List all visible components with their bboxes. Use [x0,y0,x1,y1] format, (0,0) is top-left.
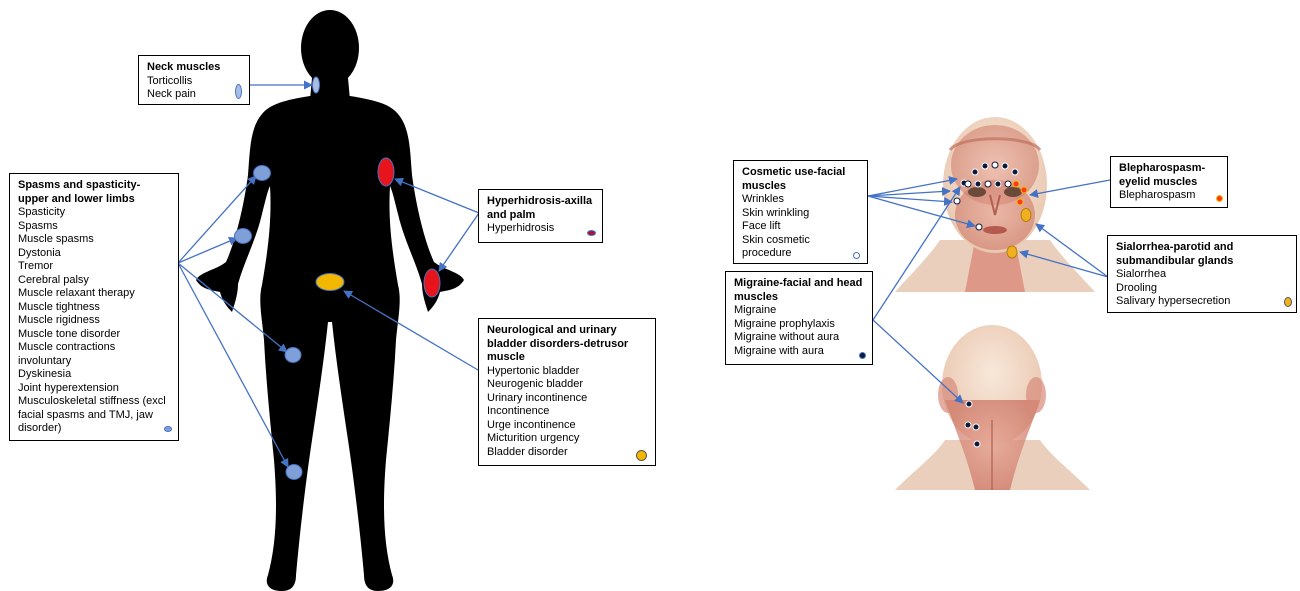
spasms-item: Spasms [18,219,58,232]
spasm-marker-upper-arm [253,165,271,181]
neck-muscles-title: Neck muscles [147,61,221,73]
spasms-item: Tremor [18,260,54,272]
cosmetic-item: Face lift [742,220,781,232]
face-markers [953,161,1032,259]
neck-muscles-box: Neck muscles Torticollis Neck pain [138,55,250,105]
spasms-item: Spasticity [18,206,66,218]
sialorrhea-legend-marker [1284,297,1292,307]
bladder-marker [315,273,345,291]
spasms-item: Dystonia [18,246,61,259]
sialorrhea-box: Sialorrhea-parotid and submandibular gla… [1107,235,1297,313]
bladder-item: Incontinence [487,405,550,417]
blepharospasm-item: Blepharospasm [1119,189,1196,201]
spasms-legend-marker [164,426,172,432]
arrow-migraine-face [872,186,961,321]
neck-item: Neck pain [147,88,196,100]
submandibular-marker [1006,245,1018,259]
blepharospasm-box: Blepharospasm-eyelid muscles Blepharospa… [1110,156,1228,208]
cosmetic-item: Skin wrinkling [742,206,810,219]
cosmetic-item: Wrinkles [742,193,784,205]
hyperhidrosis-marker-palm [423,268,441,298]
neck-item: Torticollis [147,74,193,87]
spasm-marker-calf [285,464,303,480]
cosmetic-box: Cosmetic use-facial muscles Wrinkles Ski… [733,160,868,264]
arrow-hyperhidrosis-palm [438,212,480,272]
spasms-item: Muscle relaxant therapy [18,287,135,299]
hyperhidrosis-marker-axilla [377,157,395,187]
bladder-box: Neurological and urinary bladder disorde… [478,318,656,466]
facial-muscle-anatomy-icon [895,117,1095,292]
migraine-item: Migraine without aura [734,331,840,343]
bladder-legend-marker [636,450,647,461]
head-neck-muscle-anatomy-icon [895,325,1090,490]
cosmetic-title: Cosmetic use-facial muscles [742,166,846,192]
spasms-item: Muscle tone disorder [18,327,121,340]
spasms-item: Joint hyperextension [18,381,119,394]
migraine-item: Migraine prophylaxis [734,317,835,330]
migraine-box: Migraine-facial and head muscles Migrain… [725,271,873,365]
spasms-item: Dyskinesia [18,368,72,380]
hyperhidrosis-legend-marker [587,230,596,236]
blepharospasm-legend-marker [1216,195,1223,202]
blepharospasm-title: Blepharospasm-eyelid muscles [1119,162,1206,188]
connector-arrows [177,80,1111,468]
arrow-spasm-calf [177,262,289,468]
sialorrhea-item: Sialorrhea [1116,268,1167,280]
hyperhidrosis-item: Hyperhidrosis [487,222,555,234]
spasm-marker-forearm [234,228,252,244]
head-back-markers [964,400,981,448]
bladder-item: Bladder disorder [487,445,568,458]
bladder-item: Neurogenic bladder [487,378,584,390]
spasms-item: Muscle contractions involuntary [18,341,116,367]
bladder-item: Hypertonic bladder [487,364,580,377]
arrow-cosmetic-1 [867,176,958,197]
spasms-item: Cerebral palsy [18,273,89,286]
arrow-spasm-forearm [177,236,238,264]
sialorrhea-item: Drooling [1116,281,1157,294]
parotid-marker [1020,208,1032,222]
spasms-title: Spasms and spasticity-upper and lower li… [18,179,141,205]
bladder-item: Urge incontinence [487,418,576,431]
human-silhouette-icon [196,10,464,591]
bladder-item: Urinary incontinence [487,391,588,404]
spasms-item: Muscle tightness [18,300,100,313]
arrow-sialorrhea-submandibular [1019,249,1109,278]
arrow-cosmetic-2 [867,186,951,197]
migraine-item: Migraine with aura [734,344,824,357]
bladder-title: Neurological and urinary bladder disorde… [487,324,629,363]
spasms-item: Musculoskeletal stiffness (excl facial s… [18,395,166,434]
spasms-box: Spasms and spasticity-upper and lower li… [9,173,179,441]
sialorrhea-item: Salivary hypersecretion [1116,295,1231,307]
spasms-item: Muscle rigidness [18,314,100,326]
neck-marker [312,76,320,94]
arrow-migraine-head [872,319,964,404]
arrow-spasm-thigh [177,262,288,353]
bladder-item: Micturition urgency [487,432,580,444]
arrow-blepharospasm [1029,179,1111,198]
neck-legend-marker [235,84,242,99]
hyperhidrosis-title: Hyperhidrosis-axilla and palm [487,195,593,221]
arrow-cosmetic-4 [867,195,976,229]
migraine-legend-marker [859,352,866,359]
spasm-marker-thigh [284,347,302,363]
sialorrhea-title: Sialorrhea-parotid and submandibular gla… [1116,241,1234,267]
arrow-bladder [343,290,479,371]
migraine-item: Migraine [734,304,777,316]
hyperhidrosis-box: Hyperhidrosis-axilla and palm Hyperhidro… [478,189,603,243]
cosmetic-item: Skin cosmetic procedure [742,233,810,260]
body-markers [234,76,441,480]
spasms-item: Muscle spasms [18,233,94,245]
cosmetic-legend-marker [853,252,860,259]
migraine-title: Migraine-facial and head muscles [734,277,863,303]
arrow-hyperhidrosis-axilla [394,177,480,214]
arrow-spasm-upper-arm [177,175,257,264]
arrow-sialorrhea-parotid [1035,223,1109,278]
arrow-cosmetic-3 [867,195,953,206]
